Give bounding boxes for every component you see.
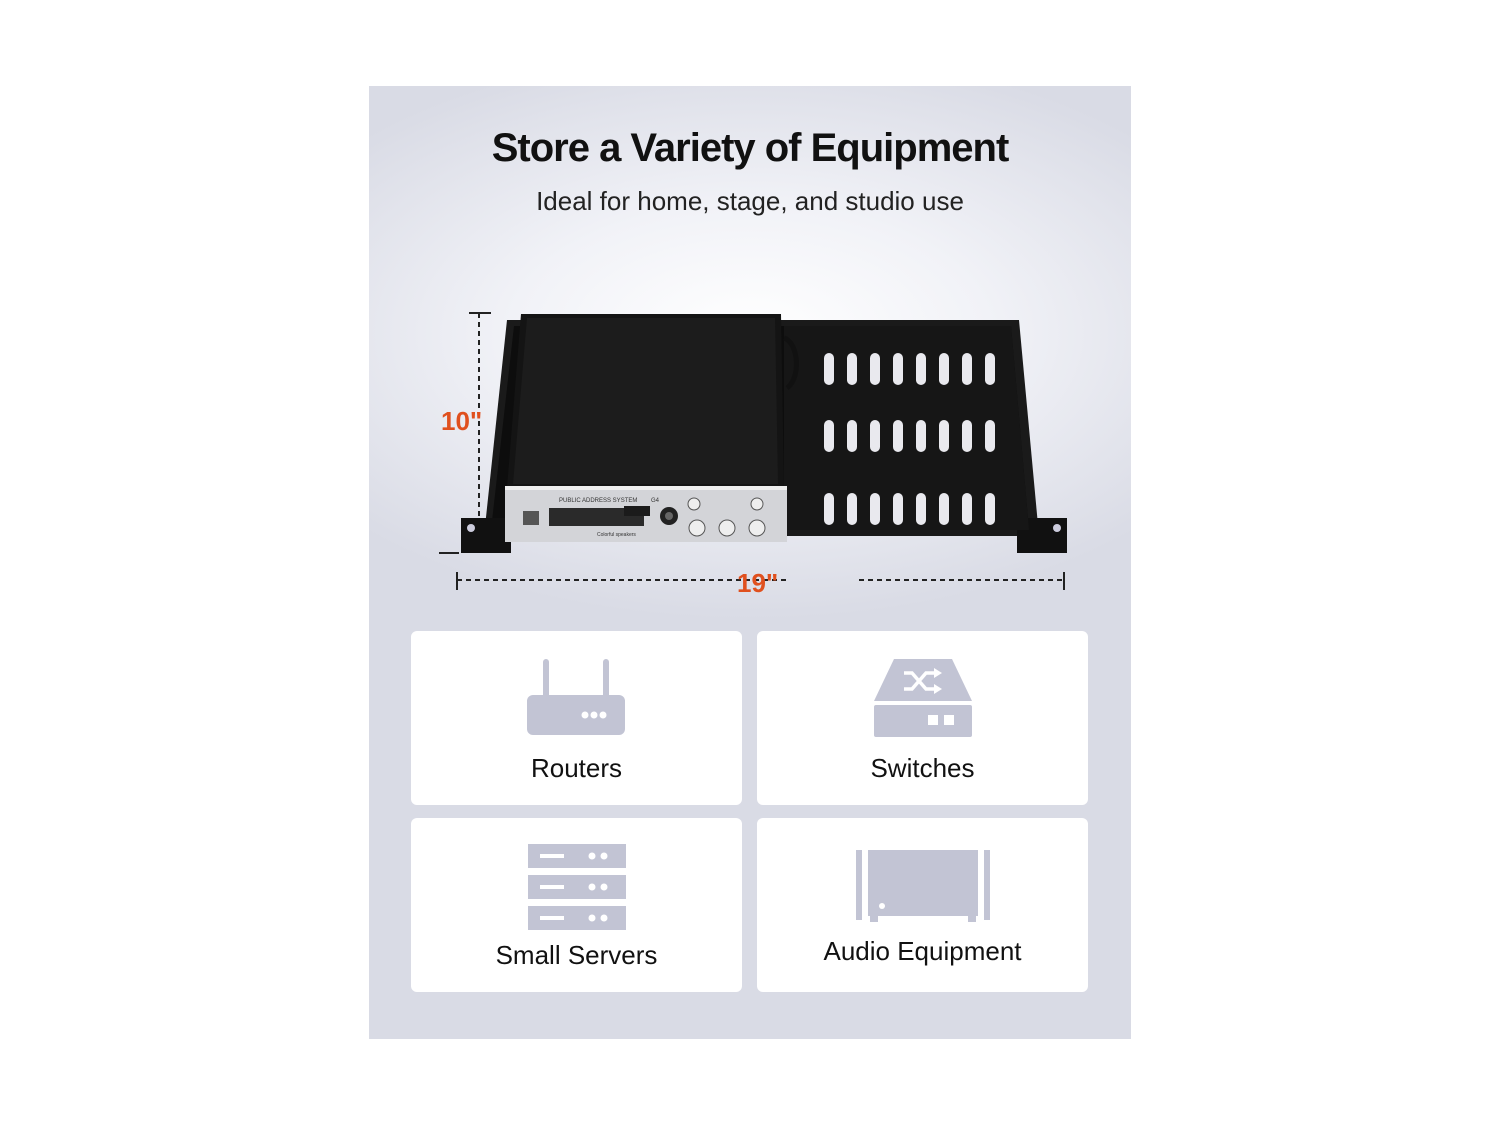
network-switch-icon bbox=[873, 659, 972, 737]
depth-label: 10" bbox=[441, 406, 483, 436]
page-title: Store a Variety of Equipment bbox=[491, 126, 1010, 170]
card-small-servers: Small Servers bbox=[411, 818, 742, 992]
server-rack-icon bbox=[527, 844, 626, 930]
rack-shelf-illustration: PUBLIC ADDRESS SYSTEM G4 Colorful speake… bbox=[439, 312, 1067, 590]
vent-slots bbox=[824, 353, 995, 525]
depth-dimension-line bbox=[439, 312, 491, 554]
card-label-routers: Routers bbox=[530, 753, 623, 783]
router-icon bbox=[526, 659, 625, 735]
card-switches: Switches bbox=[757, 631, 1088, 805]
width-dimension-line bbox=[456, 572, 1065, 590]
card-routers: Routers bbox=[411, 631, 742, 805]
card-label-small-servers: Small Servers bbox=[495, 940, 658, 970]
amp-caption-text: Colorful speakers bbox=[597, 532, 636, 538]
feature-panel: Store a Variety of Equipment Ideal for h… bbox=[369, 86, 1131, 1039]
width-label: 19" bbox=[737, 568, 779, 598]
amplifier bbox=[505, 314, 799, 542]
audio-device-icon bbox=[855, 850, 990, 922]
amp-brand-text: PUBLIC ADDRESS SYSTEM bbox=[559, 498, 637, 504]
amp-model-text: G4 bbox=[651, 498, 660, 504]
card-label-audio-equipment: Audio Equipment bbox=[823, 936, 1022, 966]
card-audio-equipment: Audio Equipment bbox=[757, 818, 1088, 992]
card-label-switches: Switches bbox=[870, 753, 975, 783]
page-subtitle: Ideal for home, stage, and studio use bbox=[536, 186, 964, 216]
